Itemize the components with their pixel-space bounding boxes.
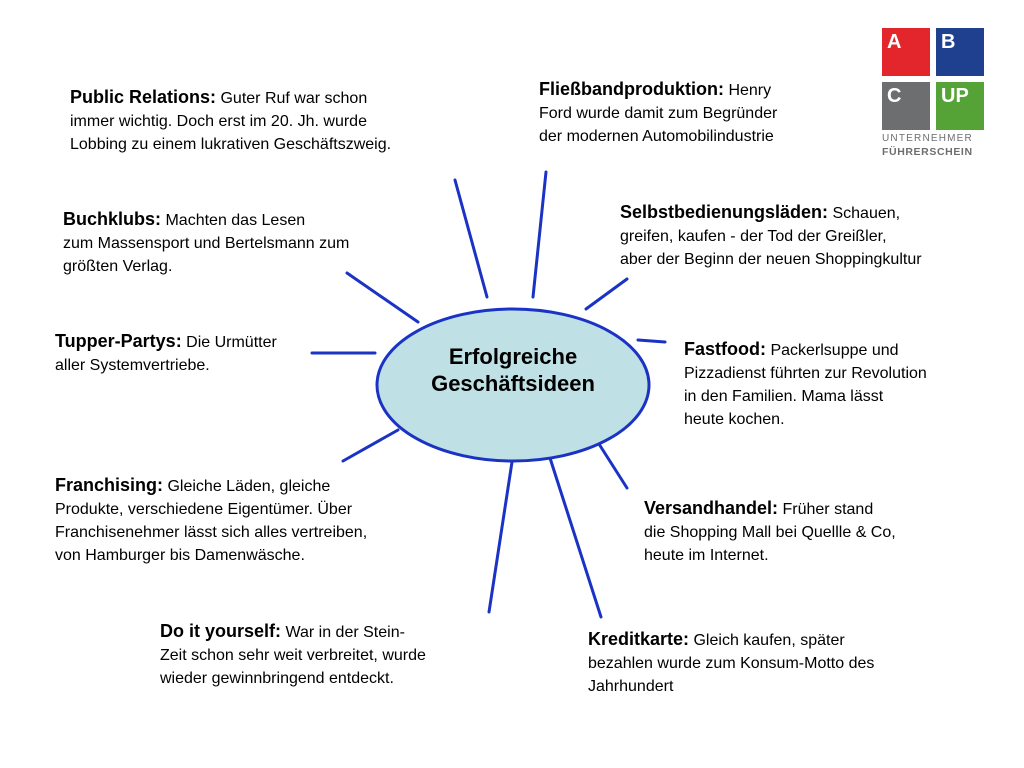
topic-kreditkarte: Kreditkarte: Gleich kaufen, später bezah…: [588, 628, 968, 698]
ray-versandhandel: [597, 442, 629, 490]
topic-text-line: die Shopping Mall bei Quellle & Co,: [644, 524, 896, 541]
topic-public-relations: Public Relations: Guter Ruf war schon im…: [70, 86, 490, 156]
abc-logo: A B C UP UNTERNEHMER FÜHRERSCHEIN: [882, 28, 988, 162]
topic-selbstbedienungslaeden: Selbstbedienungsläden: Schauen, greifen,…: [620, 201, 1020, 271]
ray-public-relations: [453, 178, 489, 299]
topic-text-line: Packerlsuppe und: [770, 342, 899, 359]
center-title-line2: Geschäftsideen: [431, 371, 595, 396]
topic-text-line: heute kochen.: [684, 411, 785, 428]
topic-text-line: aber der Beginn der neuen Shoppingkultur: [620, 251, 922, 268]
topic-title: Tupper-Partys:: [55, 331, 182, 351]
topic-title: Fließbandproduktion:: [539, 79, 724, 99]
ray-fliessband: [531, 170, 548, 299]
topic-text-line: immer wichtig. Doch erst im 20. Jh. wurd…: [70, 113, 367, 130]
topic-text-line: Henry: [728, 82, 772, 99]
topic-text-line: Machten das Lesen: [165, 212, 306, 229]
topic-fliessbandproduktion: Fließbandproduktion: Henry Ford wurde da…: [539, 78, 859, 148]
topic-text-line: Guter Ruf war schon: [220, 90, 368, 107]
topic-text-line: Ford wurde damit zum Begründer: [539, 105, 778, 122]
topic-text-line: Früher stand: [782, 501, 874, 518]
topic-title: Buchklubs:: [63, 209, 162, 229]
topic-title: Franchising:: [55, 475, 164, 495]
logo-text-unternehmer: UNTERNEHMER: [882, 133, 973, 144]
topic-text-line: Jahrhundert: [588, 678, 674, 695]
topic-text-line: bezahlen wurde zum Konsum-Motto des: [588, 655, 875, 672]
topic-text-line: Gleiche Läden, gleiche: [167, 478, 331, 495]
logo-tile-c: C: [882, 82, 930, 130]
topic-title: Public Relations:: [70, 87, 217, 107]
topic-text-line: Gleich kaufen, später: [693, 632, 845, 649]
topic-buchklubs: Buchklubs: Machten das Lesen zum Massens…: [63, 208, 443, 278]
topic-text-line: der modernen Automobilindustrie: [539, 128, 774, 145]
topic-text-line: Produkte, verschiedene Eigentümer. Über: [55, 501, 353, 518]
topic-title: Selbstbedienungsläden:: [620, 202, 829, 222]
topic-text-line: Schauen,: [832, 205, 901, 222]
topic-text-line: Zeit schon sehr weit verbreitet, wurde: [160, 647, 426, 664]
topic-text-line: Franchisenehmer lässt sich alles vertrei…: [55, 524, 368, 541]
topic-text-line: aller Systemvertriebe.: [55, 357, 210, 374]
topic-text-line: Pizzadienst führten zur Revolution: [684, 365, 927, 382]
ray-buchklubs: [345, 271, 420, 324]
topic-versandhandel: Versandhandel: Früher stand die Shopping…: [644, 497, 984, 567]
logo-letter-up: UP: [941, 85, 969, 107]
topic-title: Versandhandel:: [644, 498, 779, 518]
center-title: Erfolgreiche Geschäftsideen: [375, 343, 651, 397]
topic-franchising: Franchising: Gleiche Läden, gleiche Prod…: [55, 474, 475, 567]
logo-letter-a: A: [887, 31, 902, 53]
logo-tile-b: B: [936, 28, 984, 76]
ray-diy: [487, 460, 514, 614]
logo-letter-b: B: [941, 31, 956, 53]
center-ellipse: [375, 307, 651, 463]
center-title-line1: Erfolgreiche: [448, 344, 578, 369]
logo-letter-c: C: [887, 85, 902, 107]
ray-kreditkarte: [548, 456, 603, 619]
topic-text-line: War in der Stein-: [285, 624, 405, 641]
logo-tile-a: A: [882, 28, 930, 76]
topic-text-line: von Hamburger bis Damenwäsche.: [55, 547, 305, 564]
ray-selbstbedienung: [584, 277, 629, 311]
ray-franchising: [341, 428, 400, 463]
topic-text-line: wieder gewinnbringend entdeckt.: [160, 670, 394, 687]
center-node: Erfolgreiche Geschäftsideen: [375, 307, 651, 463]
topic-title: Fastfood:: [684, 339, 766, 359]
ray-fastfood: [636, 338, 667, 344]
topic-fastfood: Fastfood: Packerlsuppe und Pizzadienst f…: [684, 338, 1004, 431]
topic-title: Kreditkarte:: [588, 629, 690, 649]
topic-tupper-partys: Tupper-Partys: Die Urmütter aller System…: [55, 330, 355, 377]
topic-title: Do it yourself:: [160, 621, 282, 641]
topic-text-line: Die Urmütter: [186, 334, 277, 351]
topic-text-line: in den Familien. Mama lässt: [684, 388, 884, 405]
topic-text-line: greifen, kaufen - der Tod der Greißler,: [620, 228, 887, 245]
topic-text-line: zum Massensport und Bertelsmann zum: [63, 235, 350, 252]
logo-text-fuehrerschein: FÜHRERSCHEIN: [882, 146, 973, 158]
topic-text-line: Lobbing zu einem lukrativen Geschäftszwe…: [70, 136, 392, 153]
topic-text-line: größten Verlag.: [63, 258, 173, 275]
topic-do-it-yourself: Do it yourself: War in der Stein- Zeit s…: [160, 620, 520, 690]
logo-tile-up: UP: [936, 82, 984, 130]
topic-text-line: heute im Internet.: [644, 547, 769, 564]
